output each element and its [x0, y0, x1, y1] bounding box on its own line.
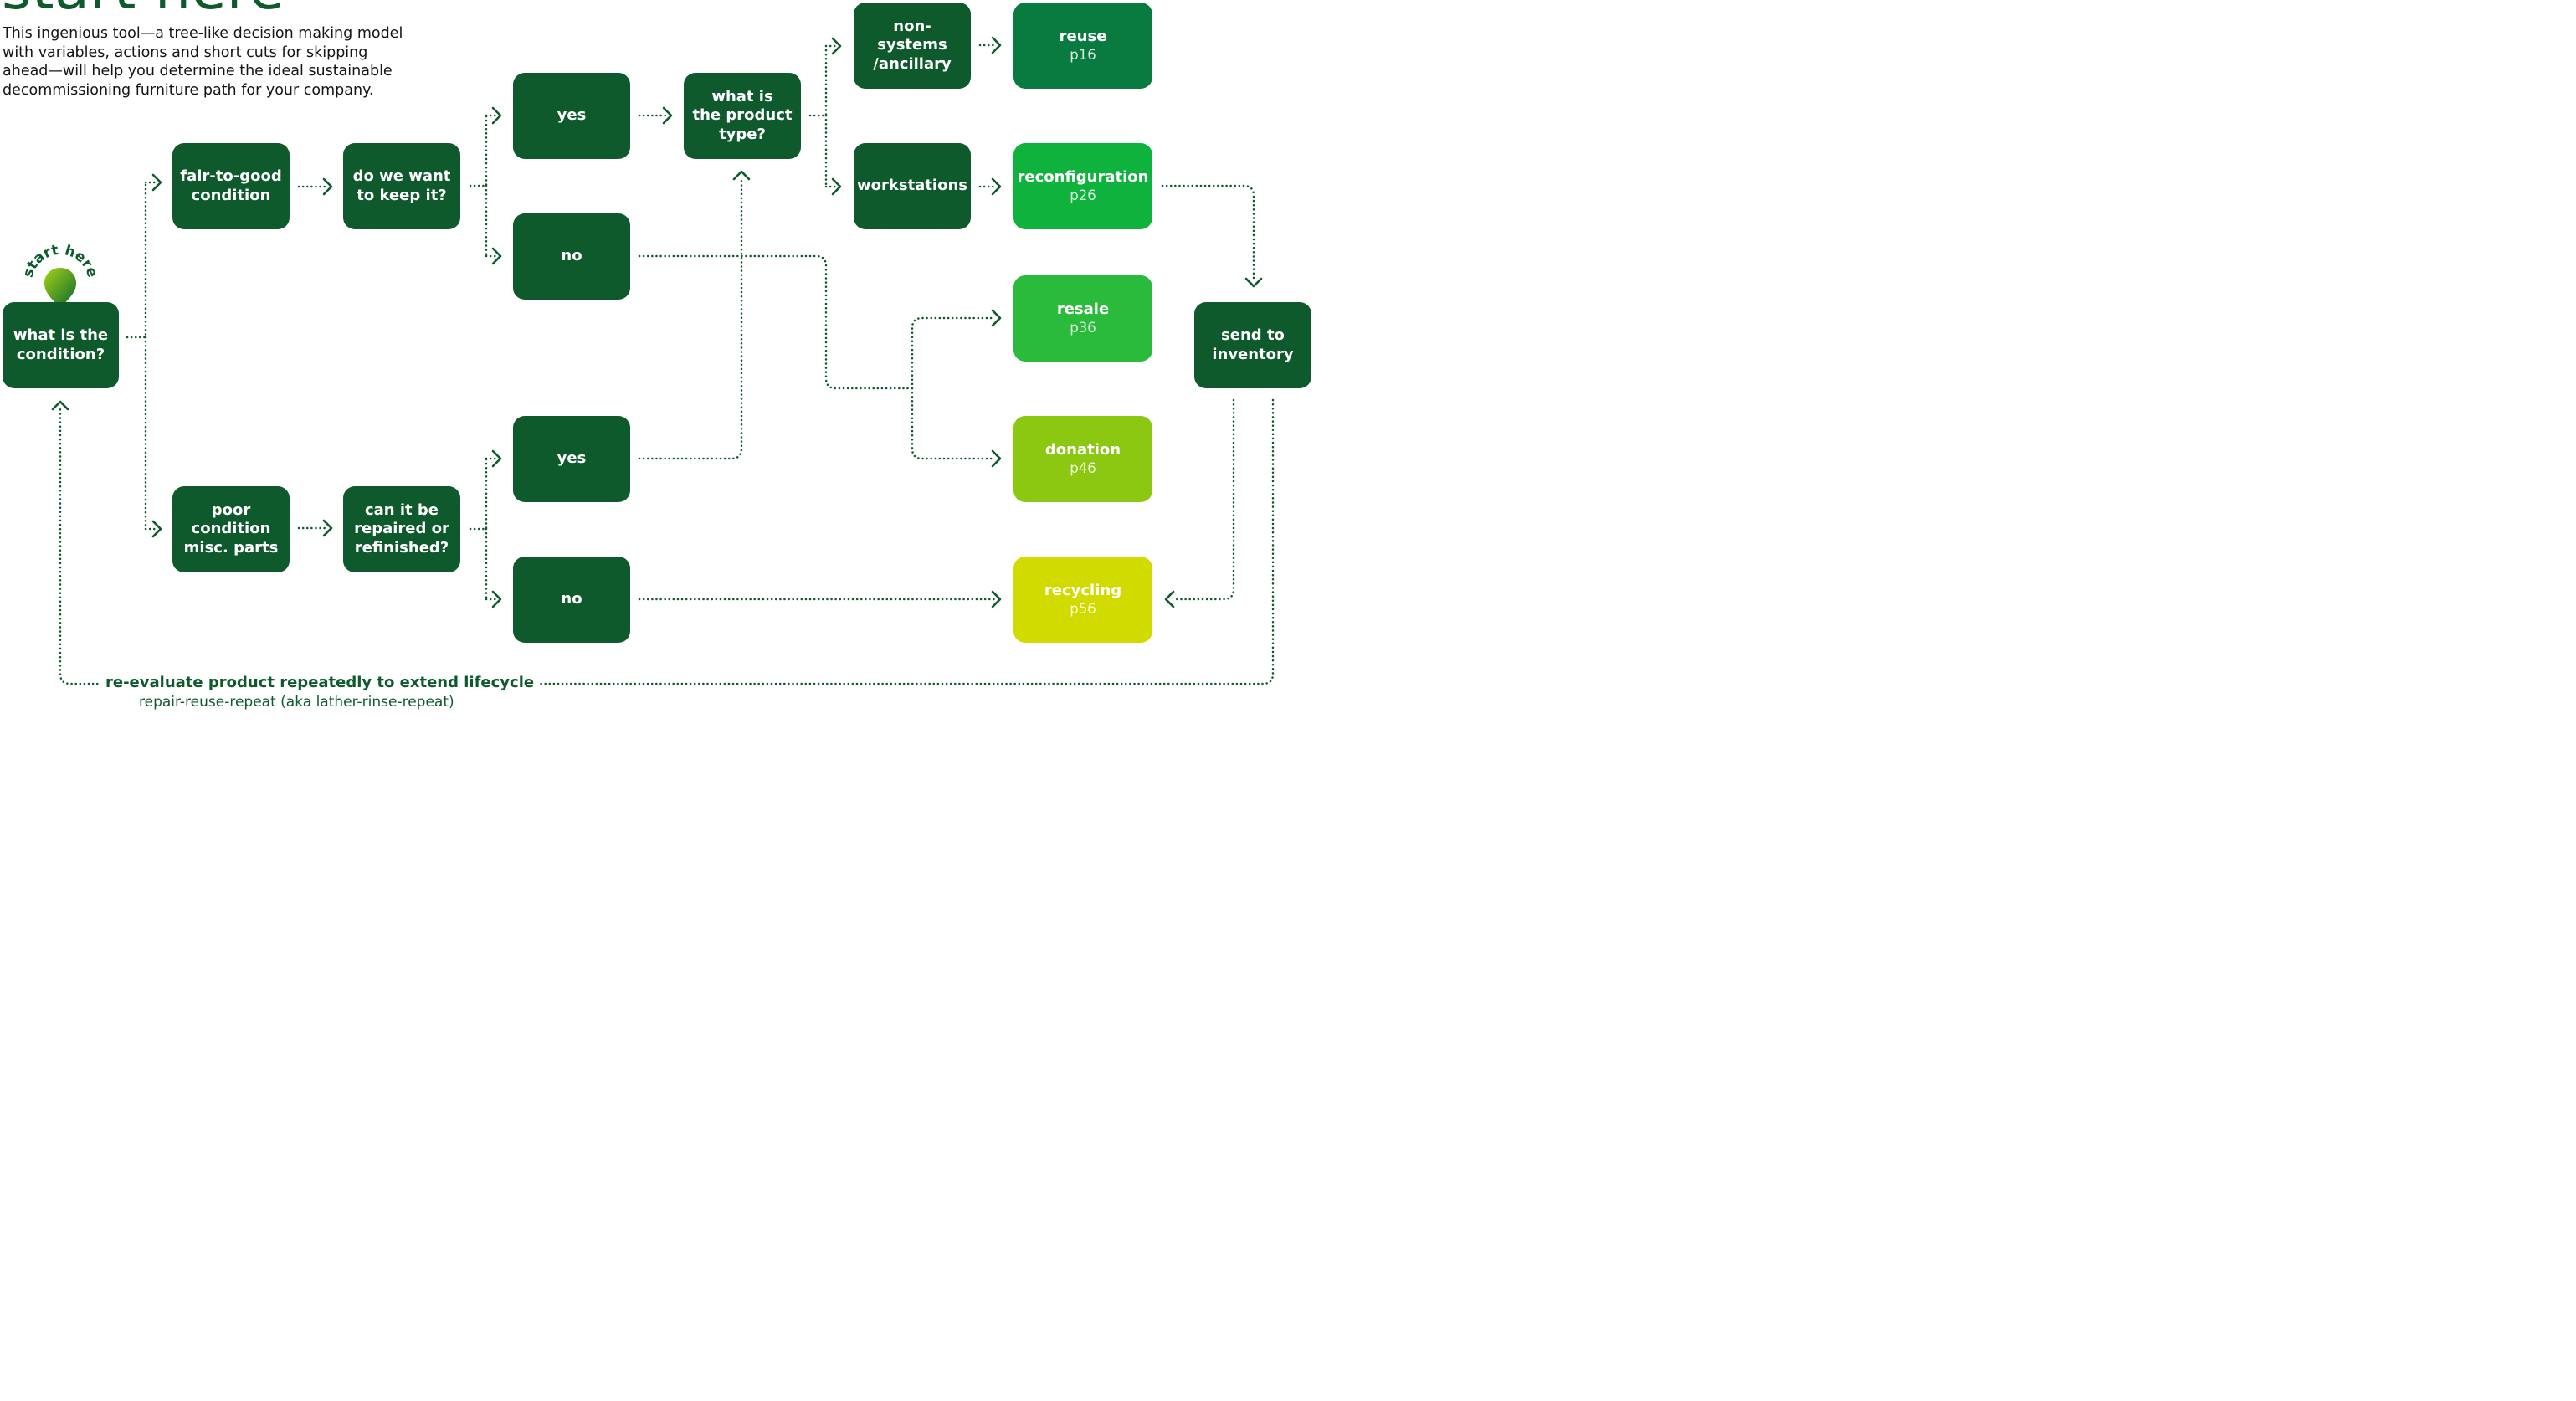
arrow-head-nonsystems: [831, 37, 842, 55]
arrow-head-workstations: [831, 177, 842, 196]
arrow-head-repair: [322, 519, 333, 537]
node-recycling-label: recycling: [1044, 582, 1122, 600]
node-yes-keep-label: yes: [557, 106, 587, 125]
node-send-to-inventory-label: send to inventory: [1212, 326, 1294, 363]
node-reuse[interactable]: reuse p16: [1013, 3, 1152, 89]
arrow-head-condition-up: [51, 400, 69, 411]
arrow-head-recycling: [991, 590, 1002, 608]
footer-reevaluate-text: re-evaluate product repeatedly to extend…: [100, 674, 540, 691]
node-yes-repair-label: yes: [557, 449, 587, 468]
node-fair-condition[interactable]: fair-to-good condition: [172, 143, 290, 229]
connector-reconfig-inventory: [1161, 184, 1255, 281]
start-pin-icon: [44, 268, 76, 308]
node-no-repair[interactable]: no: [513, 557, 630, 643]
arrow-head-yes1: [491, 106, 502, 125]
arrow-head-no1: [491, 247, 502, 265]
flowchart-canvas: start here start here This ingenious too…: [0, 0, 1312, 714]
node-reconfiguration-label: reconfiguration: [1017, 168, 1149, 187]
node-send-to-inventory[interactable]: send to inventory: [1194, 302, 1311, 388]
footer-subtitle: repair-reuse-repeat (aka lather-rinse-re…: [139, 694, 454, 711]
connector-layer: start here: [20, 36, 1275, 685]
node-recycling-page: p56: [1070, 600, 1096, 617]
connector-condition-branch: [126, 181, 157, 531]
arrow-head-keep: [322, 177, 333, 196]
arrow-head-donation: [991, 449, 1002, 468]
node-no-repair-label: no: [561, 590, 582, 608]
arrow-head-recycling-back: [1164, 590, 1175, 608]
arrow-head-inventory: [1244, 277, 1263, 288]
arrow-head-poor: [151, 520, 162, 538]
connector-keep-branch: [469, 114, 497, 258]
connector-product-branch: [808, 44, 837, 188]
node-recycling[interactable]: recycling p56: [1013, 557, 1152, 643]
node-fair-condition-label: fair-to-good condition: [180, 167, 282, 204]
connector-repair-branch: [469, 457, 497, 601]
node-poor-condition[interactable]: poor condition misc. parts: [172, 486, 290, 572]
node-donation-label: donation: [1044, 441, 1121, 459]
node-reuse-page: p16: [1070, 46, 1096, 63]
arrow-head-product-up: [732, 170, 751, 181]
connector-reevaluate-loop: [59, 398, 1275, 685]
node-workstations-label: workstations: [857, 177, 967, 195]
node-donation-page: p46: [1070, 459, 1096, 476]
node-donation[interactable]: donation p46: [1013, 416, 1152, 502]
connector-yes-product-loop: [638, 176, 743, 460]
node-product-type[interactable]: what is the product type?: [684, 73, 801, 159]
node-repairable-label: can it be repaired or refinished?: [354, 500, 449, 557]
node-resale[interactable]: resale p36: [1013, 275, 1152, 362]
node-resale-page: p36: [1070, 319, 1096, 336]
node-non-systems-label: non-systems /ancillary: [873, 17, 952, 73]
node-condition[interactable]: what is the condition?: [3, 302, 119, 388]
node-workstations[interactable]: workstations: [854, 143, 971, 229]
node-yes-keep[interactable]: yes: [513, 73, 630, 159]
arrow-head-resale: [991, 309, 1002, 327]
node-yes-repair[interactable]: yes: [513, 416, 630, 502]
node-non-systems[interactable]: non-systems /ancillary: [854, 3, 971, 89]
node-no-keep[interactable]: no: [513, 213, 630, 300]
arrow-head-reconfiguration: [991, 177, 1002, 196]
node-keep-it[interactable]: do we want to keep it?: [343, 143, 460, 229]
connector-no-resale-donation: [638, 254, 997, 460]
node-reconfiguration-page: p26: [1070, 187, 1096, 203]
node-repairable[interactable]: can it be repaired or refinished?: [343, 486, 460, 572]
arrow-head-fair: [151, 173, 162, 192]
node-no-keep-label: no: [561, 247, 582, 265]
arrow-head-no2: [491, 590, 502, 608]
connector-inventory-recycling: [1174, 398, 1235, 601]
node-resale-label: resale: [1056, 300, 1110, 319]
node-reuse-label: reuse: [1059, 28, 1107, 46]
node-condition-label: what is the condition?: [13, 326, 109, 363]
node-reconfiguration[interactable]: reconfiguration p26: [1013, 143, 1152, 229]
node-poor-condition-label: poor condition misc. parts: [183, 500, 279, 557]
page-title: start here: [2, 0, 285, 18]
intro-text: This ingenious tool—a tree-like decision…: [3, 25, 403, 99]
arrow-head-product: [662, 106, 673, 125]
node-keep-it-label: do we want to keep it?: [352, 167, 451, 204]
arrow-head-reuse: [991, 36, 1002, 54]
arrow-head-yes2: [491, 449, 502, 468]
node-product-type-label: what is the product type?: [692, 87, 793, 143]
